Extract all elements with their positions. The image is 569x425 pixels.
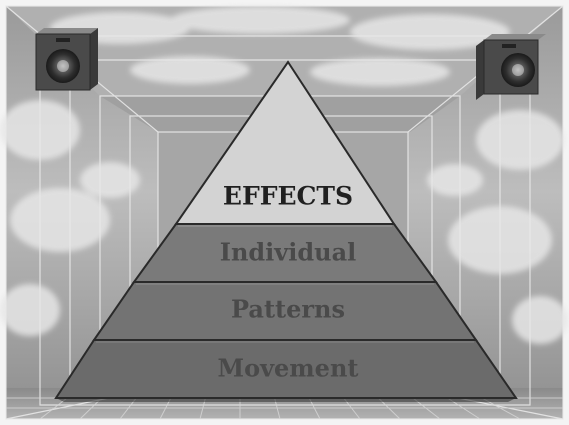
right-speaker-icon xyxy=(476,34,546,100)
cloud-wallpaper xyxy=(0,6,568,344)
tier-label-individual: Individual xyxy=(220,238,357,267)
pyramid xyxy=(54,60,518,402)
tier-label-effects: EFFECTS xyxy=(223,182,353,211)
tier-label-patterns: Patterns xyxy=(231,295,345,324)
left-speaker-icon xyxy=(35,28,98,91)
pyramid-tier-effects xyxy=(174,60,396,225)
tier-label-movement: Movement xyxy=(218,354,359,383)
